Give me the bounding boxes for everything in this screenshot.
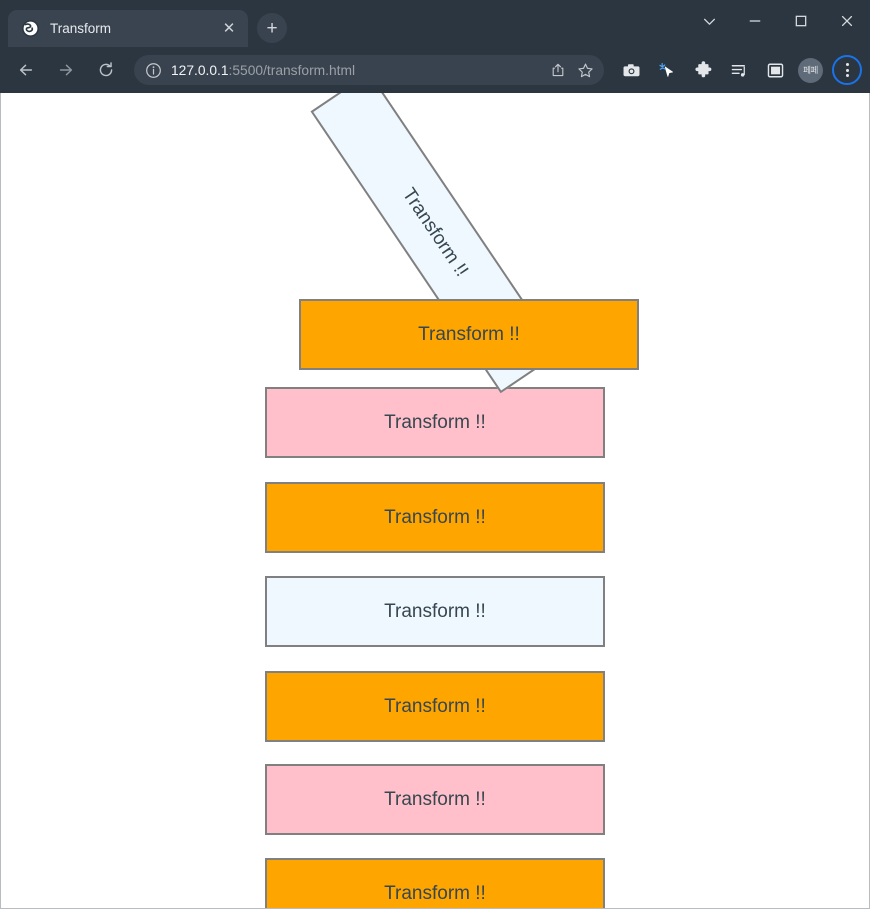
tab-strip: Transform ✕ + <box>0 0 870 47</box>
side-panel-icon[interactable] <box>760 55 790 85</box>
transform-box-scale: Transform !! <box>265 387 605 458</box>
chrome-menu-button[interactable] <box>832 55 862 85</box>
camera-icon[interactable] <box>616 55 646 85</box>
cursor-sparkle-glyph-icon <box>658 62 673 77</box>
transform-box-plain-6: Transform !! <box>265 764 605 835</box>
transform-stage: Transform !! Transform !! Transform !! T… <box>1 93 869 908</box>
omnibox-actions <box>544 57 598 83</box>
transform-box-label: Transform !! <box>384 695 486 717</box>
playlist-music-icon[interactable] <box>724 55 754 85</box>
minimize-button[interactable] <box>732 0 778 42</box>
arrow-right-icon <box>59 64 73 76</box>
side-panel-glyph-icon <box>767 63 783 77</box>
browser-tab[interactable]: Transform ✕ <box>8 10 248 47</box>
extensions-glyph-icon <box>694 60 711 77</box>
tab-search-button[interactable] <box>686 0 732 42</box>
transform-box-label: Transform !! <box>384 506 486 528</box>
camera-glyph-icon <box>623 63 639 76</box>
window-controls <box>686 0 870 42</box>
bookmark-star-icon[interactable] <box>572 57 598 83</box>
close-icon <box>841 15 853 27</box>
browser-toolbar: 127.0.0.1:5500/transform.html <box>0 47 870 93</box>
transform-box-label: Transform !! <box>398 184 473 281</box>
minimize-icon <box>749 20 761 22</box>
transform-box-label: Transform !! <box>384 788 486 810</box>
url-text: 127.0.0.1:5500/transform.html <box>171 63 540 78</box>
transform-box-plain-4: Transform !! <box>265 576 605 647</box>
chevron-down-icon <box>703 18 715 25</box>
close-button[interactable] <box>824 0 870 42</box>
globe-icon <box>22 20 39 37</box>
transform-box-translate: Transform !! <box>299 299 639 370</box>
new-tab-button[interactable]: + <box>257 13 287 43</box>
url-host: 127.0.0.1 <box>171 62 229 78</box>
transform-box-plain-5: Transform !! <box>265 671 605 742</box>
profile-avatar[interactable]: 페페 <box>798 57 823 83</box>
tab-close-icon[interactable]: ✕ <box>222 20 236 37</box>
url-path: :5500/transform.html <box>228 62 356 78</box>
transform-box-plain-7: Transform !! <box>265 858 605 908</box>
three-dots-icon <box>845 63 849 77</box>
maximize-icon <box>795 15 807 27</box>
back-button[interactable] <box>9 53 43 87</box>
page-viewport: Transform !! Transform !! Transform !! T… <box>0 93 870 909</box>
arrow-left-icon <box>19 64 33 76</box>
site-info-icon[interactable] <box>145 62 162 79</box>
puzzle-piece-icon[interactable] <box>688 55 718 85</box>
reload-button[interactable] <box>89 53 123 87</box>
playlist-music-glyph-icon <box>731 64 745 77</box>
share-icon[interactable] <box>545 57 571 83</box>
transform-box-label: Transform !! <box>384 882 486 904</box>
transform-box-plain-3: Transform !! <box>265 482 605 553</box>
star-glyph-icon <box>577 63 593 77</box>
tab-title: Transform <box>50 21 112 36</box>
cursor-sparkle-icon[interactable] <box>652 55 682 85</box>
forward-button[interactable] <box>49 53 83 87</box>
transform-box-label: Transform !! <box>384 600 486 622</box>
share-glyph-icon <box>552 63 564 77</box>
transform-box-label: Transform !! <box>418 323 520 345</box>
reload-icon <box>99 62 113 77</box>
maximize-button[interactable] <box>778 0 824 42</box>
address-bar[interactable]: 127.0.0.1:5500/transform.html <box>134 55 604 85</box>
transform-box-label: Transform !! <box>384 411 486 433</box>
